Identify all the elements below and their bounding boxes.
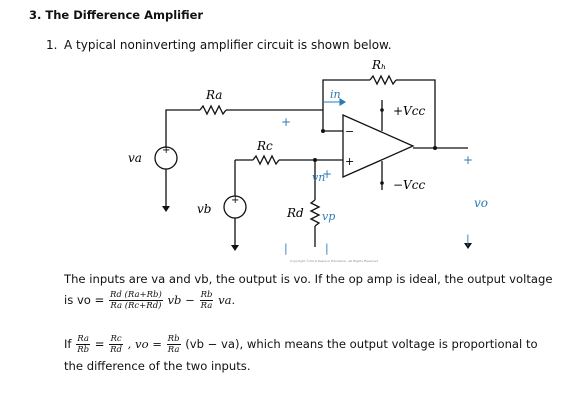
vn-minus-mark: | bbox=[284, 242, 288, 256]
rd-resistor bbox=[309, 199, 321, 227]
vn-label: vn bbox=[312, 171, 325, 184]
fraction-numerator: Rc bbox=[109, 334, 123, 345]
va-label: va bbox=[128, 151, 142, 165]
ground-arrow-vb bbox=[231, 245, 239, 251]
ra-wire-right bbox=[226, 109, 343, 132]
equals-sign: = bbox=[94, 337, 105, 351]
vb-plus-sign: + bbox=[231, 195, 239, 206]
fraction-rd-ra: Rd (Ra+Rb) Ra (Rc+Rd) bbox=[109, 290, 163, 311]
fraction-denominator: Ra (Rc+Rd) bbox=[110, 301, 162, 311]
fraction-numerator: Rb bbox=[166, 334, 181, 345]
question-number: 1. bbox=[46, 38, 58, 52]
rb-label: Rₕ bbox=[371, 58, 386, 72]
difference-text: (vb − va), which means the output voltag… bbox=[185, 337, 538, 351]
vb-term: vb − bbox=[167, 293, 195, 307]
opamp-minus-sign: − bbox=[345, 125, 354, 138]
fraction-denominator: Rd bbox=[110, 345, 122, 355]
is-vo-text: is vo = bbox=[64, 293, 105, 307]
opamp-plus-sign: + bbox=[345, 155, 354, 168]
fraction-denominator: Ra bbox=[200, 301, 213, 311]
if-text: If bbox=[64, 337, 72, 351]
vcc-pos-dot bbox=[380, 108, 384, 112]
vp-plus-mark: + bbox=[322, 167, 332, 181]
vo-minus-mark: | bbox=[466, 233, 470, 247]
va-term: va. bbox=[218, 293, 236, 307]
rb-resistor bbox=[369, 74, 397, 86]
ra-resistor bbox=[199, 104, 227, 116]
rd-label: Rd bbox=[286, 206, 304, 220]
vcc-neg-dot bbox=[380, 181, 384, 185]
vp-label: vp bbox=[322, 210, 335, 223]
plus-vcc-label: +Vcc bbox=[393, 104, 425, 118]
ra-label: Ra bbox=[205, 88, 222, 102]
rc-label: Rc bbox=[256, 139, 273, 153]
fraction-denominator: Ra bbox=[167, 345, 180, 355]
current-arrow bbox=[323, 98, 347, 106]
rc-resistor bbox=[252, 154, 280, 166]
fraction-numerator: Ra bbox=[76, 334, 91, 345]
vp-minus-mark: | bbox=[325, 242, 329, 256]
feedback-wire bbox=[322, 79, 370, 110]
junction-vn bbox=[321, 129, 325, 133]
paragraph1-line1: The inputs are va and vb, the output is … bbox=[64, 272, 553, 286]
fraction-rb-ra-2: Rb Ra bbox=[166, 334, 181, 355]
fraction-ra-rb: Ra Rb bbox=[76, 334, 91, 355]
vo-plus-mark: + bbox=[463, 153, 473, 167]
in-label: in bbox=[330, 88, 341, 101]
vo-equals: , vo = bbox=[127, 337, 162, 351]
ra-wire-left bbox=[165, 109, 200, 148]
section-heading: 3. The Difference Amplifier bbox=[29, 8, 204, 22]
paragraph2-line2: the difference of the two inputs. bbox=[64, 359, 251, 373]
vn-plus-mark: + bbox=[281, 115, 291, 129]
fraction-numerator: Rb bbox=[199, 290, 214, 301]
junction-vp bbox=[313, 158, 317, 162]
minus-vcc-label: −Vcc bbox=[393, 178, 425, 192]
fraction-rb-ra: Rb Ra bbox=[199, 290, 214, 311]
va-plus-sign: + bbox=[162, 145, 170, 156]
junction-out bbox=[433, 146, 437, 150]
vo-label: vo bbox=[474, 196, 488, 210]
question-text: A typical noninverting amplifier circuit… bbox=[64, 38, 392, 52]
feedback-wire-right bbox=[396, 79, 436, 148]
ground-arrow-vo bbox=[464, 243, 472, 249]
paragraph2-line1: If Ra Rb = Rc Rd , vo = Rb Ra (vb − va),… bbox=[64, 334, 538, 355]
ground-arrow-va bbox=[162, 206, 170, 212]
fraction-numerator: Rd (Ra+Rb) bbox=[109, 290, 163, 301]
fraction-rc-rd: Rc Rd bbox=[109, 334, 123, 355]
paragraph1-formula: is vo = Rd (Ra+Rb) Ra (Rc+Rd) vb − Rb Ra… bbox=[64, 290, 235, 311]
fraction-denominator: Rb bbox=[77, 345, 90, 355]
copyright-notice: Copyright ©2014 Pearson Education, All R… bbox=[290, 258, 378, 263]
vb-label: vb bbox=[197, 202, 211, 216]
op-amp bbox=[342, 114, 415, 178]
